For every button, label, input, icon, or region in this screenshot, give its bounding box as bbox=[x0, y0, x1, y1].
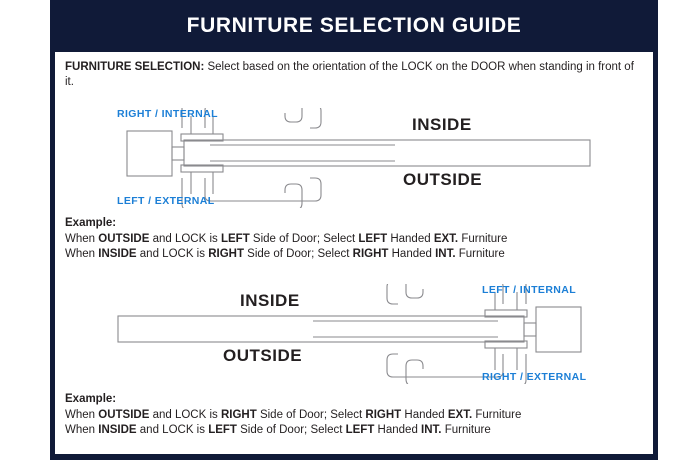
diagram-2-bottom-label: RIGHT / EXTERNAL bbox=[482, 371, 587, 383]
e1l2-b3: RIGHT bbox=[352, 248, 389, 260]
handle-rose-bottom-2 bbox=[484, 340, 528, 349]
e1l1-b2: LEFT bbox=[220, 232, 250, 245]
e2l1-p4: Handed bbox=[401, 408, 448, 421]
diagram-1-outside-label: OUTSIDE bbox=[403, 170, 483, 189]
door-panel-2 bbox=[117, 315, 525, 343]
page-title: FURNITURE SELECTION GUIDE bbox=[186, 14, 522, 37]
e1l2-p1: When bbox=[65, 248, 99, 260]
e2l1-b3: RIGHT bbox=[365, 408, 402, 421]
e1l1-b4: EXT. bbox=[433, 232, 459, 245]
e2l2-p1: When bbox=[65, 424, 99, 436]
handle-rose-bottom-1 bbox=[180, 164, 224, 173]
e2l1-b4: EXT. bbox=[447, 408, 473, 421]
diagram-1-inside-label: INSIDE bbox=[412, 115, 472, 134]
lock-spindle-1 bbox=[171, 146, 185, 161]
e2l1-b2: RIGHT bbox=[220, 408, 257, 421]
example-2-line-2: When INSIDE and LOCK is LEFT Side of Doo… bbox=[65, 423, 647, 439]
handle-lever-outer-top-1 bbox=[181, 108, 303, 128]
example-2-line-1: When OUTSIDE and LOCK is RIGHT Side of D… bbox=[65, 408, 647, 424]
example-1-line-2: When INSIDE and LOCK is RIGHT Side of Do… bbox=[65, 247, 647, 263]
handle-lever-outer-top-2 bbox=[405, 284, 527, 304]
diagram-2-top-label: LEFT / INTERNAL bbox=[482, 284, 577, 296]
e1l2-p2: and LOCK is bbox=[136, 248, 209, 260]
e1l1-p5: Furniture bbox=[458, 232, 508, 245]
e2l1-p2: and LOCK is bbox=[149, 408, 221, 421]
intro-label: FURNITURE SELECTION: bbox=[65, 61, 205, 73]
diagram-1-top-label: RIGHT / INTERNAL bbox=[117, 108, 218, 120]
handle-lever-inner-top-1 bbox=[204, 108, 322, 129]
e2l1-p3: Side of Door; Select bbox=[256, 408, 366, 421]
intro-body: Select based on the orientation of the L… bbox=[65, 61, 634, 88]
handle-rose-top-1 bbox=[180, 133, 224, 142]
e1l2-b4: INT. bbox=[435, 248, 456, 260]
e2l2-b2: LEFT bbox=[208, 424, 237, 436]
diagram-left-external: RIGHT / INTERNAL LEFT / EXTERNAL INSIDE … bbox=[55, 108, 653, 208]
e1l1-p2: and LOCK is bbox=[149, 232, 221, 245]
e1l2-p4: Handed bbox=[388, 248, 436, 260]
e1l2-p3: Side of Door; Select bbox=[243, 248, 353, 260]
e2l2-p5: Furniture bbox=[441, 424, 491, 436]
handle-lever-inner-bottom-1 bbox=[204, 177, 322, 202]
door-diagram-2-svg bbox=[117, 284, 582, 384]
e2l1-b1: OUTSIDE bbox=[98, 408, 150, 421]
e2l2-b1: INSIDE bbox=[98, 424, 137, 436]
example-block-2: Example: When OUTSIDE and LOCK is RIGHT … bbox=[65, 392, 647, 439]
door-panel-1 bbox=[183, 139, 591, 167]
example-2-heading: Example: bbox=[65, 393, 117, 405]
title-bar: FURNITURE SELECTION GUIDE bbox=[50, 0, 658, 52]
e2l2-p4: Handed bbox=[374, 424, 422, 436]
handle-lever-outer-bottom-2 bbox=[405, 354, 527, 384]
e1l2-b2: RIGHT bbox=[208, 248, 244, 260]
handle-lever-inner-bottom-2 bbox=[386, 353, 504, 378]
e2l1-p5: Furniture bbox=[472, 408, 522, 421]
handle-lever-inner-top-2 bbox=[386, 284, 504, 305]
e1l1-p1: When bbox=[65, 232, 99, 245]
lock-spindle-2 bbox=[523, 322, 537, 337]
example-block-1: Example: When OUTSIDE and LOCK is LEFT S… bbox=[65, 216, 647, 263]
example-1-line-1: When OUTSIDE and LOCK is LEFT Side of Do… bbox=[65, 232, 647, 248]
handle-lever-outer-bottom-1 bbox=[181, 178, 303, 208]
diagram-right-external: LEFT / INTERNAL RIGHT / EXTERNAL INSIDE … bbox=[55, 284, 653, 384]
e2l2-p2: and LOCK is bbox=[136, 424, 209, 436]
e2l2-b3: LEFT bbox=[345, 424, 375, 436]
diagram-1-bottom-label: LEFT / EXTERNAL bbox=[117, 195, 215, 207]
e1l1-p4: Handed bbox=[387, 232, 434, 245]
e2l1-p1: When bbox=[65, 408, 99, 421]
content-card: FURNITURE SELECTION: Select based on the… bbox=[55, 52, 653, 454]
door-diagram-1-svg bbox=[126, 108, 591, 208]
e2l2-b4: INT. bbox=[421, 424, 442, 436]
e1l1-p3: Side of Door; Select bbox=[249, 232, 359, 245]
example-1-heading: Example: bbox=[65, 217, 117, 229]
handle-rose-top-2 bbox=[484, 309, 528, 318]
lock-body-2 bbox=[535, 306, 582, 353]
e1l2-b1: INSIDE bbox=[98, 248, 137, 260]
diagram-2-inside-label: INSIDE bbox=[240, 291, 300, 310]
e2l2-p3: Side of Door; Select bbox=[236, 424, 346, 436]
navy-frame: FURNITURE SELECTION GUIDE FURNITURE SELE… bbox=[50, 0, 658, 460]
diagram-2-outside-label: OUTSIDE bbox=[223, 346, 303, 365]
e1l2-p5: Furniture bbox=[455, 248, 505, 260]
intro-text: FURNITURE SELECTION: Select based on the… bbox=[65, 60, 643, 90]
e1l1-b3: LEFT bbox=[358, 232, 388, 245]
e1l1-b1: OUTSIDE bbox=[98, 232, 150, 245]
lock-body-1 bbox=[126, 130, 173, 177]
